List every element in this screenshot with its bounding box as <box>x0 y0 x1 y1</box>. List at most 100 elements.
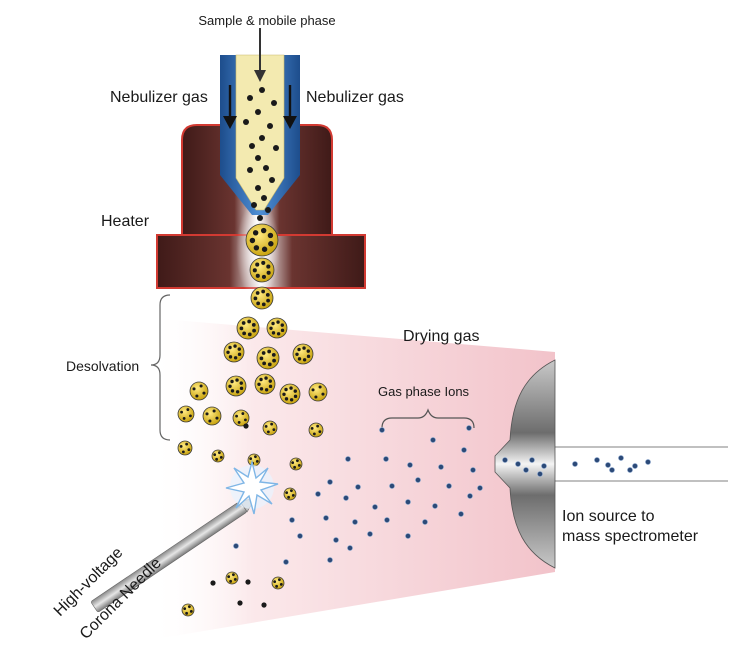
droplet-dot <box>284 387 288 392</box>
droplet-dot <box>230 379 234 384</box>
droplet-dot <box>259 387 264 391</box>
droplet-dot <box>181 450 185 454</box>
droplet-dot <box>321 392 325 396</box>
droplet-dot <box>268 379 272 383</box>
droplet-dot <box>218 451 221 455</box>
droplet-dot <box>280 323 284 327</box>
sample-dot <box>255 155 261 161</box>
droplet-dot <box>311 388 315 392</box>
droplet-dot <box>261 302 266 307</box>
droplet-dot <box>314 395 318 399</box>
droplet-dot <box>267 232 274 239</box>
droplet-dot <box>188 605 191 609</box>
droplet-dot <box>247 332 252 337</box>
ion <box>323 515 329 521</box>
droplet <box>247 453 261 467</box>
droplet-dot <box>228 384 232 388</box>
corona-discharge-spark-icon <box>225 459 279 515</box>
sample-label: Sample & mobile phase <box>198 13 335 28</box>
droplet-dot <box>228 355 233 359</box>
gas-phase-ions-label: Gas phase Ions <box>378 384 470 399</box>
ion <box>432 503 438 509</box>
ion <box>430 437 436 443</box>
sample-dot <box>267 123 273 129</box>
droplet-dot <box>291 494 295 497</box>
nebulizer-gas-label-right: Nebulizer gas <box>306 89 404 106</box>
droplet-dot <box>241 321 246 325</box>
ion <box>343 495 349 501</box>
ion <box>372 504 378 510</box>
droplet-dot <box>266 264 271 269</box>
droplet-dot <box>293 465 296 469</box>
droplet-dot <box>230 389 235 393</box>
droplet-dot <box>297 464 301 467</box>
sample-dot <box>271 100 277 106</box>
sample-dot <box>255 185 261 191</box>
droplet <box>202 406 222 426</box>
ion <box>327 557 333 563</box>
droplet-dot <box>251 322 256 327</box>
droplet-dot <box>185 442 189 446</box>
sample-dot <box>255 109 261 115</box>
gas-phase-ions <box>233 425 651 565</box>
droplet-dot <box>233 344 237 348</box>
droplet-dot <box>261 246 268 252</box>
droplet-dot <box>271 331 276 335</box>
droplet-dot <box>257 382 261 386</box>
neutral-particle <box>243 423 249 429</box>
droplet-dot <box>291 461 295 464</box>
ion <box>529 457 535 463</box>
droplet-dot <box>297 357 302 361</box>
ion <box>502 457 508 463</box>
droplet-dot <box>296 459 299 463</box>
droplet <box>181 603 195 617</box>
ion <box>352 519 358 525</box>
ms-inlet-tube <box>552 446 728 482</box>
nebulizer-gas-label-left: Nebulizer gas <box>110 89 208 106</box>
droplet-dot <box>255 273 260 278</box>
droplet <box>177 405 195 423</box>
droplet-dot <box>276 332 281 336</box>
droplet-dot <box>237 352 242 357</box>
droplet-dot <box>212 409 216 413</box>
ion-source-label-line1: Ion source to <box>562 508 655 525</box>
sample-dot <box>243 119 249 125</box>
droplet-dot <box>262 361 267 366</box>
ion <box>467 493 473 499</box>
ion <box>333 537 339 543</box>
droplet-dot <box>227 575 231 578</box>
sample-droplets <box>243 87 279 221</box>
droplet-dot <box>241 412 245 415</box>
droplet-dot <box>271 321 275 326</box>
droplet-dot <box>280 328 285 333</box>
ion <box>645 459 651 465</box>
droplet-dot <box>261 260 266 265</box>
ion <box>458 511 464 517</box>
sample-flow-arrow <box>254 28 266 82</box>
droplet-dot <box>235 378 239 382</box>
droplet-dot <box>252 230 259 236</box>
nebulizer-assembly <box>220 54 300 221</box>
ion <box>383 456 389 462</box>
sampling-cone <box>494 359 556 569</box>
ion <box>609 467 615 473</box>
desolvation-label: Desolvation <box>66 358 139 374</box>
droplet-dot <box>228 345 232 350</box>
ion <box>572 461 578 467</box>
heater-label: Heater <box>101 213 150 230</box>
droplet-dot <box>272 428 276 432</box>
desolvation-bracket <box>150 294 171 441</box>
nebulizer-gas-arrow-right <box>283 85 297 129</box>
ion <box>537 471 543 477</box>
droplet <box>271 576 285 590</box>
droplet-dot <box>186 408 190 411</box>
ionization-chamber <box>150 318 555 640</box>
droplet-dot <box>295 352 299 356</box>
droplet <box>232 409 250 427</box>
droplet-dot <box>316 424 320 428</box>
droplet-dot <box>267 362 272 367</box>
sample-dot <box>259 135 265 141</box>
ion <box>283 559 289 565</box>
droplet-dot <box>232 573 235 577</box>
droplet-dot <box>318 430 322 434</box>
